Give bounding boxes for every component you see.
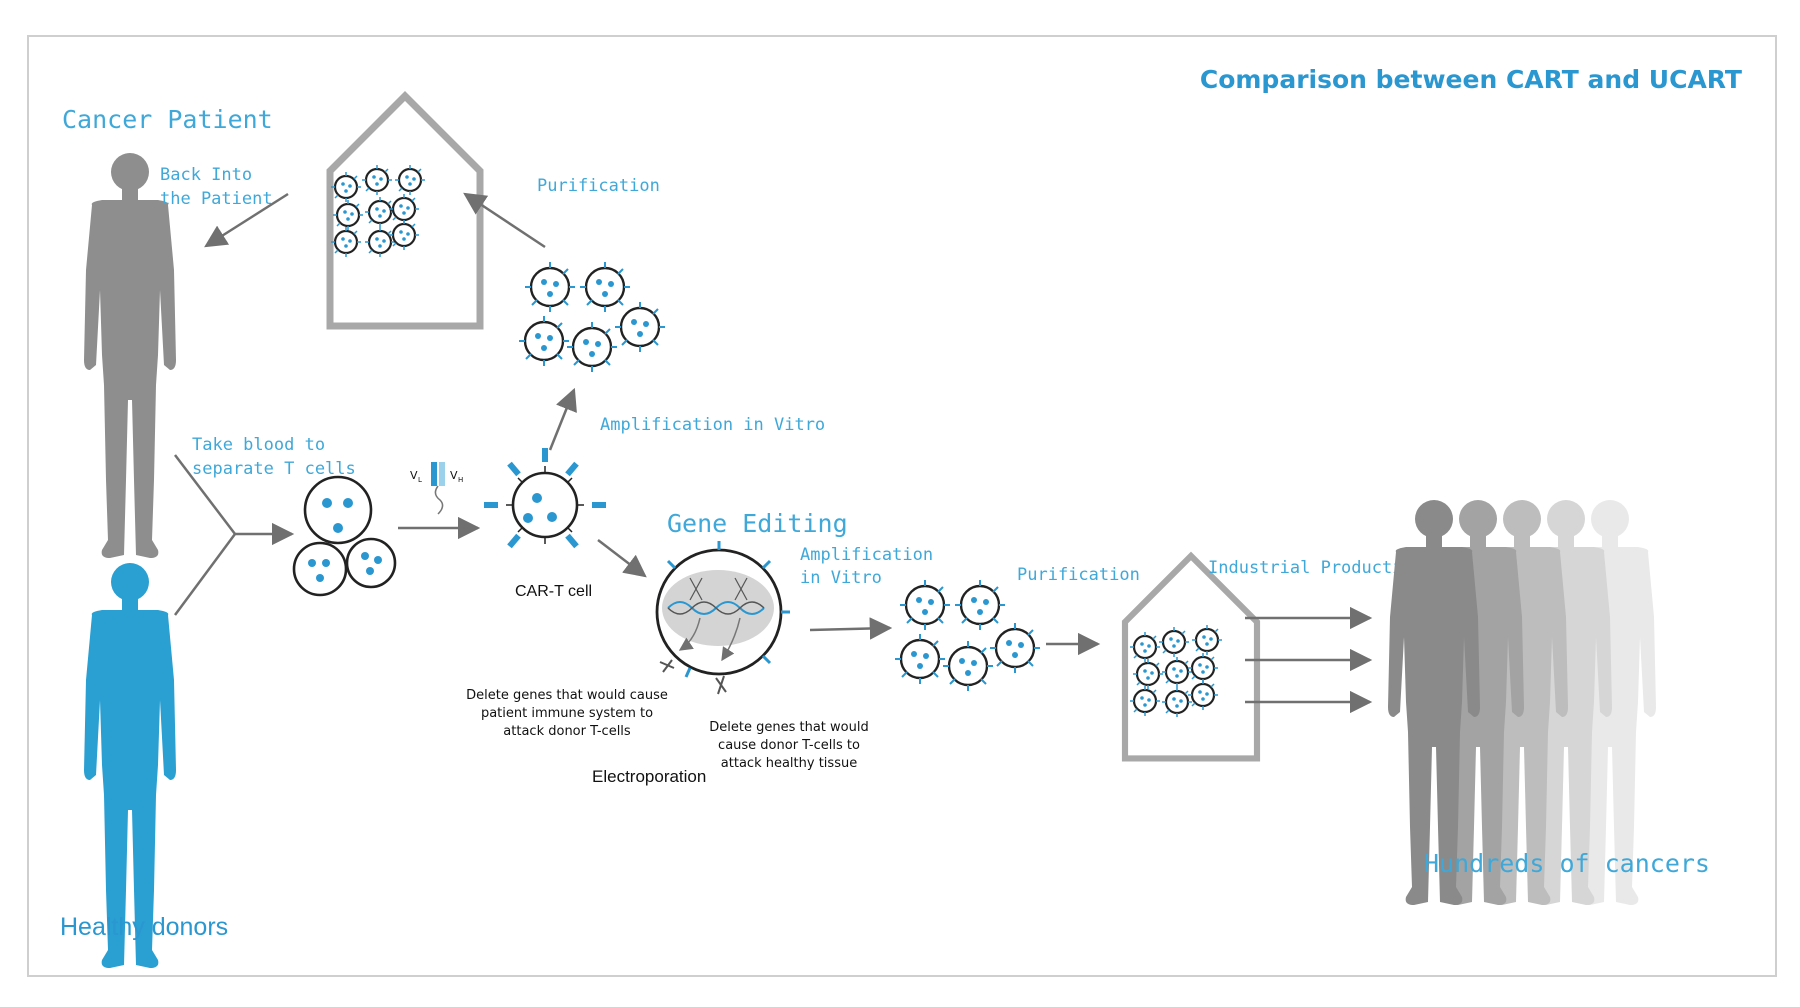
delete-genes-1-line1: Delete genes that would cause <box>466 688 668 703</box>
vl-sub: L <box>418 476 422 484</box>
separated-t-cells <box>292 475 397 597</box>
delete-genes-1-line2: patient immune system to <box>481 706 653 721</box>
outer-frame <box>27 35 1777 977</box>
back-into-label-line2: the Patient <box>160 189 273 209</box>
cancer-patient-icon <box>84 153 176 558</box>
vl-label: V <box>410 469 418 482</box>
industrial-production-label: Industrial Production <box>1208 558 1423 578</box>
gene-editing-label: Gene Editing <box>667 509 848 538</box>
vh-label: V <box>450 469 458 482</box>
electroporation-label: Electroporation <box>592 767 706 786</box>
delete-genes-1-line3: attack donor T-cells <box>503 724 631 739</box>
take-blood-label-line1: Take blood to <box>192 435 325 455</box>
purification-mid-label: Purification <box>1017 565 1140 585</box>
hundreds-of-cancers-label: Hundreds of cancers <box>1424 849 1710 878</box>
take-blood-label-line2: separate T cells <box>192 459 356 479</box>
house-top-cells <box>329 163 427 259</box>
vh-sub: H <box>458 476 463 484</box>
back-into-label-line1: Back Into <box>160 165 252 185</box>
cart-cell-label: CAR-T cell <box>515 583 592 600</box>
cancer-patient-label: Cancer Patient <box>62 105 273 134</box>
amplification-mid-arrow <box>809 617 893 640</box>
delete-genes-2-line3: attack healthy tissue <box>721 756 857 771</box>
amplification-top-arrow <box>548 387 577 451</box>
amplification-top-label: Amplification in Vitro <box>600 415 825 435</box>
amplified-cells-top <box>517 260 667 374</box>
amplification-mid-line1: Amplification <box>800 545 933 565</box>
gene-editing-cell <box>655 541 790 695</box>
purification-top-arrow <box>463 192 546 249</box>
take-blood-branch <box>173 454 295 616</box>
amplified-cells-mid <box>893 578 1042 693</box>
healthy-donors-label: Healthy donors <box>60 913 228 941</box>
car-receptor-icon <box>431 462 445 515</box>
house-mid-cells <box>1128 623 1224 719</box>
delete-genes-2-line1: Delete genes that would <box>709 720 868 735</box>
healthy-donor-icon <box>84 563 176 968</box>
industrial-arrows <box>1245 606 1373 714</box>
to-gene-editing-arrow <box>597 539 647 578</box>
diagram-title: Comparison between CART and UCART <box>1200 65 1742 94</box>
purification-top-label: Purification <box>537 176 660 196</box>
car-t-cell <box>484 448 606 549</box>
amplification-mid-line2: in Vitro <box>800 568 882 588</box>
back-into-arrow <box>204 192 289 248</box>
crowd-icon <box>1388 500 1656 905</box>
delete-genes-2-line2: cause donor T-cells to <box>718 738 860 753</box>
